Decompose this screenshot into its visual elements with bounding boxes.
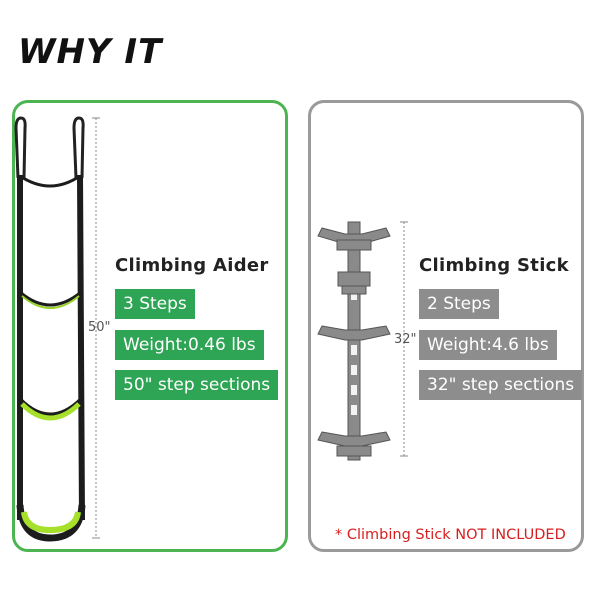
stick-title: Climbing Stick <box>419 255 569 276</box>
stick-weight-tag: Weight:4.6 lbs <box>419 330 557 360</box>
aider-dimension-label: 50" <box>88 320 111 335</box>
aider-dimension-line <box>92 117 100 539</box>
aider-title: Climbing Aider <box>115 255 269 276</box>
stick-steps-tag: 2 Steps <box>419 289 499 319</box>
headline: WHY IT <box>18 32 163 72</box>
stick-dimension-line <box>400 221 408 457</box>
climbing-aider-panel <box>12 100 288 552</box>
stick-sections-tag: 32" step sections <box>419 370 583 400</box>
aider-sections-tag: 50" step sections <box>115 370 279 400</box>
aider-weight-tag: Weight:0.46 lbs <box>115 330 264 360</box>
climbing-stick-image <box>317 221 391 461</box>
not-included-note: * Climbing Stick NOT INCLUDED <box>335 527 566 543</box>
aider-steps-tag: 3 Steps <box>115 289 195 319</box>
stick-dimension-label: 32" <box>394 332 417 347</box>
climbing-aider-image <box>14 116 86 542</box>
